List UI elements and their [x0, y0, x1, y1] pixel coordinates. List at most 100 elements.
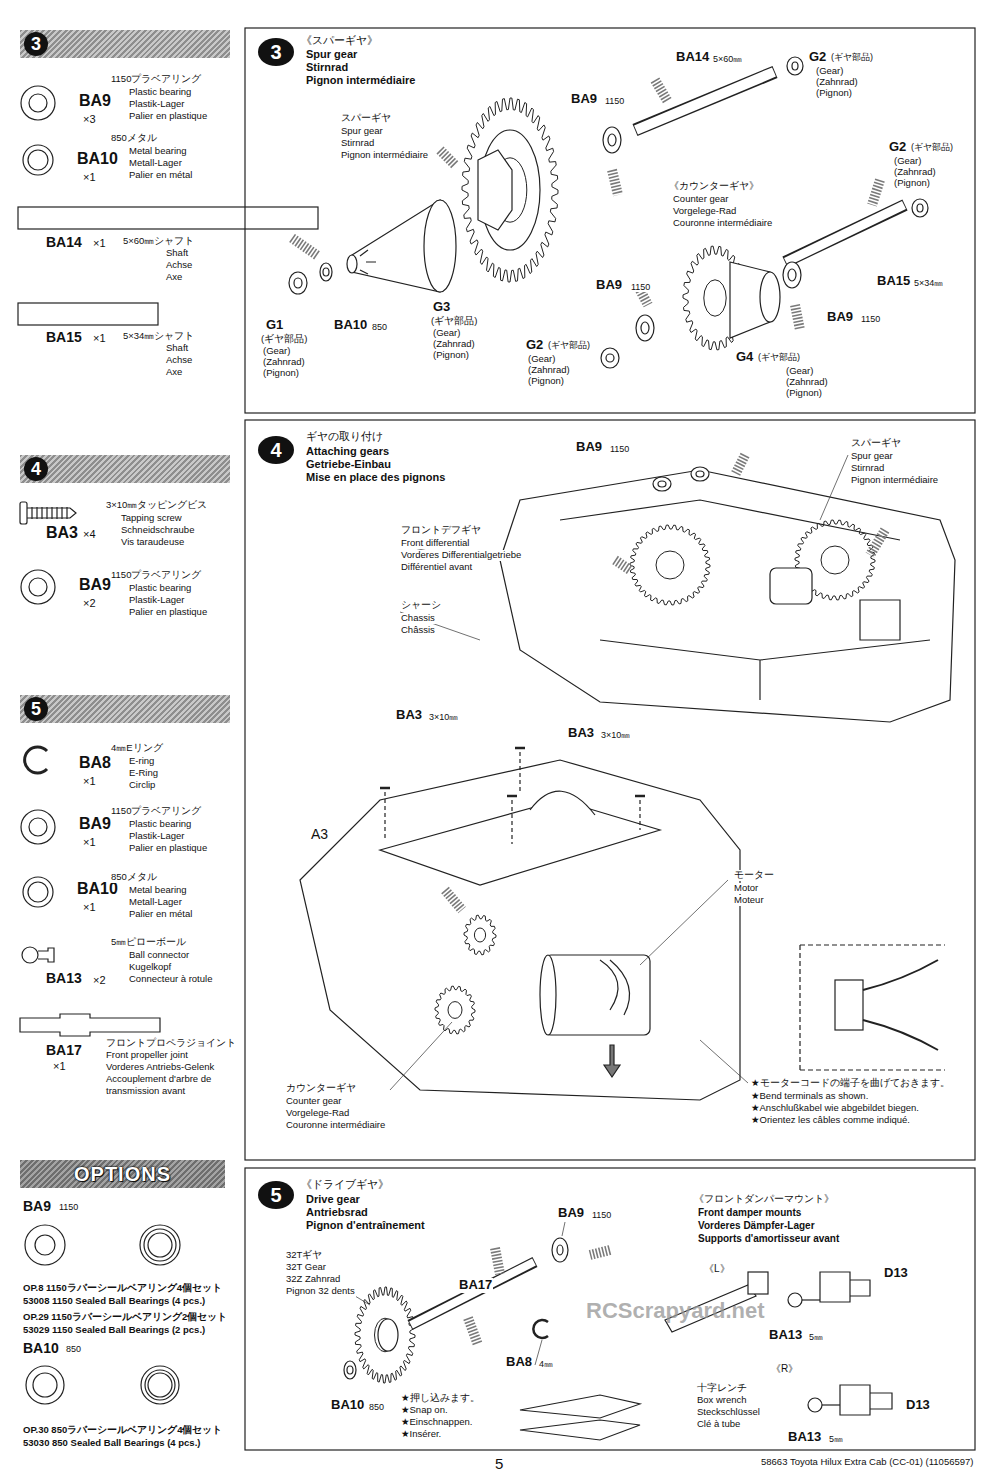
caption-text: 5㎜ — [828, 1434, 844, 1444]
caption-text: ★モーターコードの端子を曲げておきます。 — [750, 1078, 951, 1089]
caption-text: ×2 — [92, 974, 107, 987]
step-number: 5 — [24, 697, 48, 721]
caption-text: 1150 — [591, 1210, 612, 1220]
caption-text: 3×10㎜ — [428, 712, 459, 722]
caption-text: (Pignon) — [262, 368, 300, 379]
gear-hub — [448, 1002, 462, 1019]
caption-text: Différentiel avant — [400, 562, 473, 573]
caption-text: Front differential — [400, 538, 470, 549]
part-code: BA15 — [45, 329, 83, 345]
part-code: G2 — [525, 338, 544, 353]
caption-text: Motor — [733, 883, 759, 894]
caption-text: (Zahnrad) — [893, 167, 937, 178]
step-number-badge: 3 — [258, 38, 294, 66]
part-code: D13 — [883, 1266, 909, 1281]
caption-text: Pignon 32 dents — [285, 1286, 356, 1297]
caption-text: 1150プラベアリング — [110, 570, 202, 581]
part-code: BA9 — [78, 815, 112, 833]
caption-text: 《L》 — [703, 1263, 731, 1275]
caption-text: Stirnrad — [340, 138, 375, 149]
caption-text: 《カウンターギヤ》 — [668, 180, 760, 192]
caption-text: ×1 — [82, 171, 97, 184]
part-code: G1 — [265, 318, 284, 333]
caption-text: ★Insérer. — [400, 1429, 442, 1440]
caption-text: Châssis — [400, 625, 436, 636]
part-code: BA17 — [45, 1042, 83, 1058]
caption-text: Axe — [165, 367, 183, 378]
part-code: BA9 — [595, 278, 623, 293]
gear-drawing — [630, 525, 710, 605]
caption-text: 32Z Zahnrad — [285, 1274, 341, 1285]
caption-text: Plastic bearing — [128, 583, 192, 594]
caption-text: 5×34㎜シャフト — [122, 331, 195, 342]
part-code: BA3 — [395, 708, 423, 723]
part-code: G4 — [735, 350, 754, 365]
caption-text: 1150プラベアリング — [110, 74, 202, 85]
caption-text: (Gear) — [785, 366, 814, 377]
caption-text: (Pignon) — [432, 350, 470, 361]
caption-text: (Gear) — [262, 346, 291, 357]
part-code: BA3 — [45, 524, 79, 542]
part-code: G3 — [432, 300, 451, 315]
caption-text: ×1 — [52, 1060, 67, 1073]
caption-text: Palier en métal — [128, 170, 193, 181]
part-code: G2 — [808, 50, 827, 65]
caption-text: 《フロントダンパーマウント》 — [693, 1193, 835, 1205]
gear-hub — [656, 551, 684, 579]
caption-text: 5×60㎜シャフト — [122, 236, 195, 247]
part-code: G2 — [888, 140, 907, 155]
caption-text: Shaft — [165, 343, 189, 354]
caption-text: Metall-Lager — [128, 158, 183, 169]
caption-text: Schneidschraube — [120, 525, 195, 536]
caption-text: ×2 — [82, 597, 97, 610]
caption-text: Chassis — [400, 613, 436, 624]
step-number: OPTIONS — [74, 1160, 171, 1188]
caption-text: Couronne intermédiaire — [285, 1120, 386, 1131]
caption-text: (ギヤ部品) — [830, 52, 874, 62]
caption-text: Counter gear — [285, 1096, 342, 1107]
caption-text: 1150 — [860, 314, 881, 324]
caption-text: ★Snap on. — [400, 1405, 449, 1416]
part-code: BA9 — [78, 92, 112, 110]
caption-text: Axe — [165, 272, 183, 283]
caption-text: 5×60㎜ — [712, 54, 743, 64]
caption-text: Metal bearing — [128, 146, 188, 157]
heading-text: Vorderes Dämpfer-Lager — [697, 1220, 816, 1232]
caption-text: Counter gear — [672, 194, 729, 205]
caption-text: Palier en plastique — [128, 843, 208, 854]
caption-text: 5㎜ピローボール — [110, 937, 187, 948]
caption-text: A3 — [310, 826, 329, 842]
caption-text: Vorderes Differentialgetriebe — [400, 550, 522, 561]
step-number-badge: 4 — [258, 436, 294, 464]
step-number: 3 — [258, 38, 294, 66]
part-code: BA3 — [567, 726, 595, 741]
caption-text: (Gear) — [815, 66, 844, 77]
caption-text: ×1 — [82, 901, 97, 914]
part-code: BA13 — [45, 970, 83, 986]
heading-text: 53030 850 Sealed Ball Bearings (4 pcs.) — [22, 1438, 201, 1449]
part-code: BA8 — [505, 1355, 533, 1370]
caption-text: Pignon intermédiaire — [850, 475, 939, 486]
part-code: BA9 — [570, 92, 598, 107]
caption-text: 1150プラベアリング — [110, 806, 202, 817]
part-code: BA13 — [768, 1328, 803, 1343]
heading-text: Drive gear — [305, 1193, 361, 1206]
caption-text: (Zahnrad) — [785, 377, 829, 388]
heading-text: OP.8 1150ラバーシールベアリング4個セット — [22, 1283, 223, 1294]
caption-text: (Pignon) — [527, 376, 565, 387]
caption-text: (ギヤ部品) — [260, 334, 308, 345]
caption-text: Tapping screw — [120, 513, 183, 524]
caption-text: Circlip — [128, 780, 156, 791]
caption-text: Kugelkopf — [128, 962, 172, 973]
caption-text: 1150 — [630, 282, 651, 292]
caption-text: Ball connector — [128, 950, 190, 961]
caption-text: Vorgelege-Rad — [285, 1108, 350, 1119]
caption-text: (Gear) — [432, 328, 461, 339]
caption-text: Connecteur à rotule — [128, 974, 213, 985]
caption-text: (ギヤ部品) — [757, 352, 801, 362]
heading-text: Pignon intermédiaire — [305, 74, 416, 87]
caption-text: フロントプロペラジョイント — [105, 1038, 237, 1049]
caption-text: ×3 — [82, 113, 97, 126]
